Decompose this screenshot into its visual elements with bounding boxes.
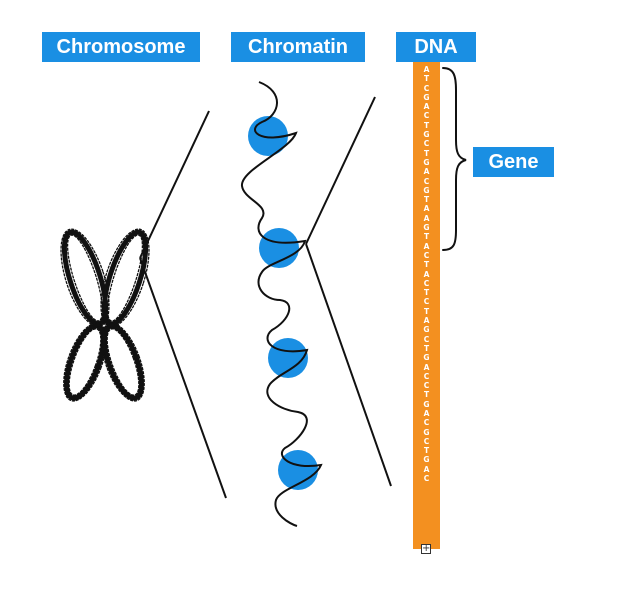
dna-base: A	[423, 213, 430, 223]
dna-base: T	[423, 148, 430, 158]
nucleosome-4	[278, 450, 318, 490]
plus-square-icon[interactable]: +	[421, 543, 431, 554]
dna-base: T	[423, 120, 430, 130]
dna-base: A	[423, 102, 430, 112]
dna-base: A	[423, 65, 430, 74]
dna-base: T	[423, 306, 430, 316]
chromatin-label-bg	[231, 32, 365, 62]
dna-base: C	[423, 250, 430, 260]
dna-base: C	[423, 139, 430, 149]
dna-base: A	[423, 204, 430, 214]
gene-label: Gene	[488, 151, 539, 173]
zoom-line-lower-2	[305, 243, 392, 487]
dna-base: G	[423, 157, 430, 167]
dna-base: A	[423, 167, 430, 177]
dna-base: C	[423, 381, 430, 391]
dna-base: G	[423, 130, 430, 140]
dna-base: G	[423, 325, 430, 335]
dna-base: C	[423, 334, 430, 344]
dna-base: C	[423, 371, 430, 381]
dna-base: A	[423, 362, 430, 372]
dna-base: C	[423, 297, 430, 307]
dna-base: T	[423, 343, 430, 353]
dna-base: G	[423, 185, 430, 195]
dna-label: DNA	[414, 36, 458, 58]
dna-base: A	[423, 241, 430, 251]
dna-base: T	[423, 260, 430, 270]
dna-base: G	[423, 399, 430, 409]
dna-base: C	[423, 83, 430, 93]
dna-base: G	[423, 353, 430, 363]
zoom-line-lower-1	[139, 257, 227, 499]
dna-base: A	[423, 408, 430, 418]
dna-base: T	[423, 390, 430, 400]
dna-base: G	[423, 92, 430, 102]
dna-base: T	[423, 74, 430, 84]
dna-label-bg	[396, 32, 476, 62]
chromatin-strand	[241, 81, 323, 527]
dna-base: A	[423, 464, 430, 474]
dna-base: C	[423, 111, 430, 121]
dna-base: C	[423, 418, 430, 428]
dna-base: T	[423, 232, 430, 242]
chromosome-shape	[60, 228, 150, 402]
dna-base: C	[423, 474, 430, 484]
dna-base: C	[423, 176, 430, 186]
dna-base: G	[423, 223, 430, 233]
dna-base: T	[423, 288, 430, 298]
zoom-line-upper-2	[305, 96, 376, 245]
chromatin-label: Chromatin	[248, 36, 348, 58]
nucleosome-2	[259, 228, 299, 268]
dna-base: G	[423, 427, 430, 437]
dna-base: C	[423, 436, 430, 446]
nucleosome-1	[248, 116, 288, 156]
chromosome-label: Chromosome	[56, 36, 186, 58]
dna-base: G	[423, 455, 430, 465]
dna-base: C	[423, 278, 430, 288]
dna-strand-bar	[413, 62, 440, 549]
dna-base: A	[423, 269, 430, 279]
dna-base: T	[423, 195, 430, 205]
dna-base: T	[423, 446, 430, 456]
chromosome-label-bg	[42, 32, 200, 62]
gene-label-bg	[473, 147, 554, 177]
nucleosome-3	[268, 338, 308, 378]
zoom-line-upper-1	[139, 110, 210, 259]
gene-brace	[442, 67, 467, 251]
dna-base: A	[423, 316, 430, 326]
